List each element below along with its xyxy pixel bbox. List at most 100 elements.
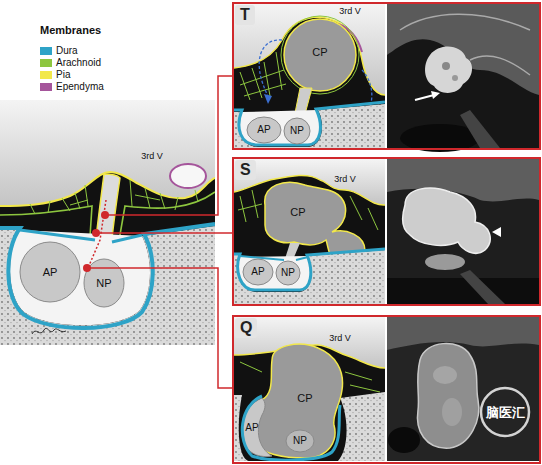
part-name: CP [312, 47, 327, 58]
panel-t-mri [387, 4, 539, 148]
sella-fossa [239, 110, 321, 146]
legend-text: Arachnoid [56, 58, 101, 68]
panel-q-mri [387, 317, 539, 461]
panel-t-mri [425, 47, 472, 93]
region-label: 3rd V [334, 175, 356, 184]
panel-s-mri [460, 270, 505, 304]
signature [32, 328, 66, 334]
panel-t-illustration [234, 4, 385, 148]
panel-t-mri [387, 4, 539, 95]
diaphragma [240, 256, 308, 260]
panel-s-mri [387, 159, 539, 304]
part-name: AP [257, 125, 270, 135]
arachnoid-trabeculae [30, 185, 88, 214]
diaphragma [20, 230, 142, 242]
posterior-pituitary [286, 430, 314, 452]
legend-swatch [40, 71, 52, 79]
region-label: 3rd V [339, 7, 361, 16]
legend-entry: Dura [40, 46, 78, 56]
legend-text: Ependyma [56, 82, 104, 92]
leader-line [87, 268, 233, 388]
sella-bone [234, 250, 385, 304]
leader-line [87, 76, 233, 388]
leader-line [105, 76, 233, 215]
dura-line [234, 102, 385, 145]
part-name: AP [245, 423, 258, 433]
region-label: 3rd V [141, 152, 163, 161]
panel-t-mri [452, 75, 458, 81]
legend-swatch [40, 83, 52, 91]
posterior-pituitary [276, 261, 300, 285]
panel-letter: S [235, 160, 256, 180]
legend-entry: Arachnoid [40, 58, 101, 68]
panel-t-mri [460, 110, 500, 148]
legend-swatch [40, 59, 52, 67]
legend-text: Pia [56, 70, 70, 80]
panel-s-mri [387, 159, 539, 304]
part-name: NP [290, 126, 304, 136]
region-label: 3rd V [329, 334, 351, 343]
panel-letter: T [235, 5, 255, 25]
dura-line [242, 396, 340, 460]
arachnoid-line [281, 16, 359, 94]
legend-heading: Membranes [40, 25, 101, 36]
part-name: NP [281, 268, 295, 278]
panel-q-mri [433, 366, 457, 384]
panel-t-mri [387, 4, 539, 152]
panel-t-mri [415, 95, 434, 100]
sella-fossa [10, 230, 150, 325]
panel-s-mri [403, 188, 491, 253]
watermark-ring [481, 388, 529, 436]
panel-q-illustration [234, 317, 385, 461]
panel-s-illustration [234, 159, 385, 304]
panel-t-illustration [234, 4, 385, 148]
part-name: NP [293, 436, 307, 446]
legend-text: Dura [56, 46, 78, 56]
panel-q-mri [388, 427, 420, 453]
panel-frame: T [232, 2, 541, 150]
panel-s-mri [425, 254, 465, 270]
midline-diagram [0, 100, 215, 345]
panel-s-mri [492, 227, 501, 237]
anterior-pituitary [20, 242, 80, 302]
posterior-pituitary [284, 118, 310, 144]
midline-diagram [0, 100, 215, 345]
panel-t-mri [431, 91, 440, 99]
flow-arrow-head [264, 94, 272, 104]
part-name: CP [297, 393, 312, 404]
sella-bone [234, 104, 385, 148]
panel-s-illustration [234, 159, 385, 304]
panel-q-mri [387, 317, 539, 350]
origin-dotted-line [88, 200, 106, 268]
leader-line [96, 232, 233, 234]
third-ventricle [170, 164, 206, 188]
part-name: CP [290, 207, 305, 218]
craniopharyngioma [284, 19, 356, 91]
posterior-pituitary [84, 259, 124, 307]
anterior-pituitary [243, 259, 273, 285]
panel-q-mri [442, 398, 462, 426]
panel-q-mri [387, 317, 539, 461]
panel-s-mri [387, 278, 539, 304]
legend-entry: Pia [40, 70, 70, 80]
part-name: AP [43, 267, 58, 278]
part-name: AP [251, 267, 264, 277]
panel-frame: Q [232, 315, 541, 464]
panel-q-mri [417, 344, 478, 449]
part-name: NP [96, 278, 111, 289]
flow-arrow [259, 40, 282, 96]
panel-frame: S [232, 157, 541, 306]
origin-dot [83, 211, 109, 272]
panel-letter: Q [235, 318, 257, 338]
legend-swatch [40, 47, 52, 55]
arachnoid-trabeculae [240, 52, 286, 100]
dura-line [234, 249, 385, 290]
dura-line [0, 224, 215, 328]
sella-fossa [239, 256, 312, 291]
panel-q-illustration [234, 317, 385, 461]
panel-t-mri [442, 62, 450, 70]
legend-entry: Ependyma [40, 82, 104, 92]
arachnoid-trabeculae [240, 52, 286, 100]
